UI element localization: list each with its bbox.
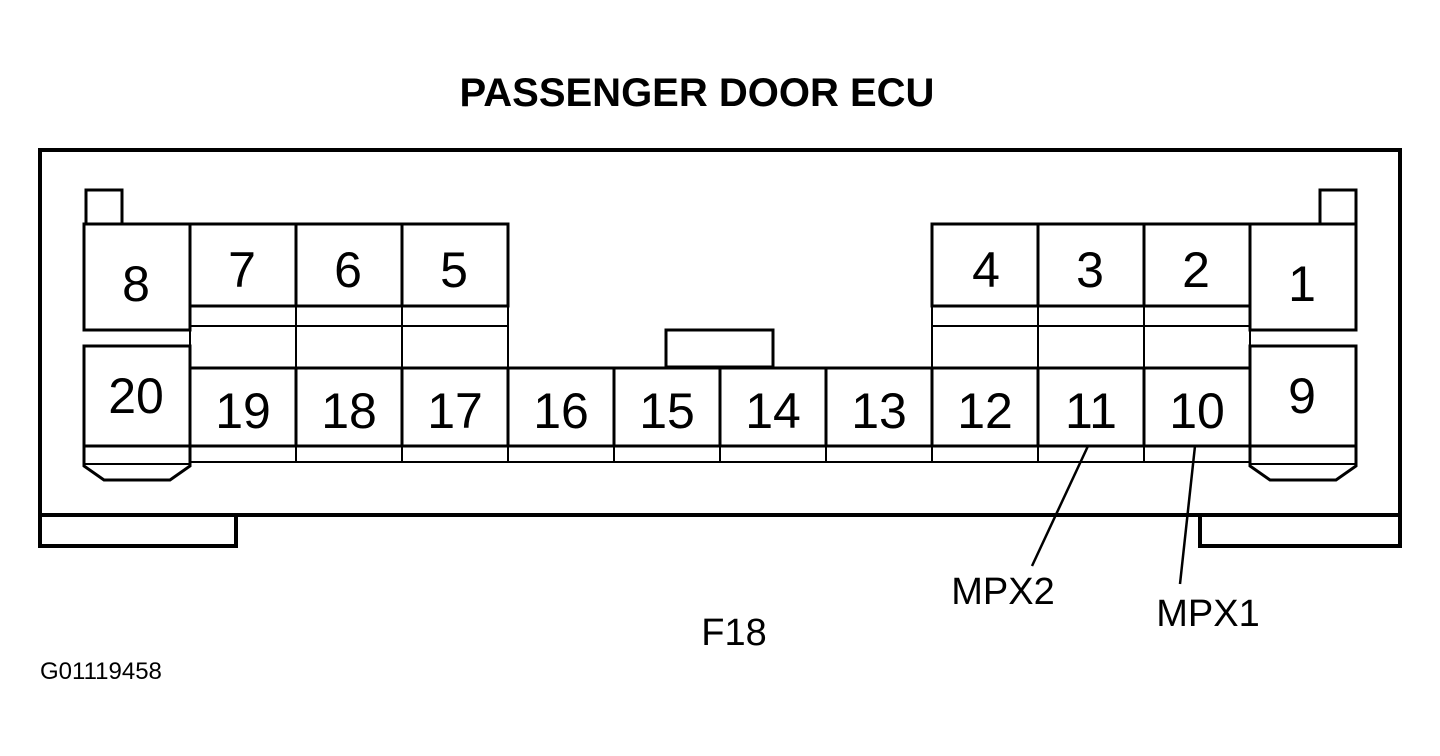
connector-id-label: F18 <box>701 612 766 654</box>
leader-line-mpx1 <box>1178 445 1197 585</box>
terminal-cavity-1 <box>1248 222 1358 332</box>
terminal-cavity-10 <box>1142 366 1252 448</box>
connector-housing <box>38 148 1402 548</box>
pin-label-11: 11 <box>1065 383 1117 439</box>
pin-label-1: 1 <box>1288 256 1316 312</box>
upper-row-cavities <box>82 222 1358 368</box>
pin-label-18: 18 <box>321 383 377 439</box>
pin-label-8: 8 <box>122 256 150 312</box>
pin-label-4: 4 <box>972 242 1000 298</box>
pin-label-19: 19 <box>215 383 271 439</box>
pin-label-14: 14 <box>745 383 801 439</box>
pin-label-15: 15 <box>639 383 695 439</box>
signal-label-mpx1: MPX1 <box>1156 593 1259 635</box>
pin-label-20: 20 <box>108 368 164 424</box>
pin-label-5: 5 <box>440 242 468 298</box>
leader-line-mpx2 <box>1030 445 1090 567</box>
pin-label-12: 12 <box>957 383 1013 439</box>
pin-labels: 8 7 6 5 4 3 2 1 20 9 19 18 17 16 15 14 1… <box>108 242 1316 439</box>
lower-row-cavities <box>82 344 1358 482</box>
pin-label-9: 9 <box>1288 368 1316 424</box>
locking-tabs <box>84 188 1358 369</box>
pin-label-17: 17 <box>427 383 483 439</box>
figure-code: G01119458 <box>40 658 162 685</box>
pin-label-3: 3 <box>1076 242 1104 298</box>
signal-label-mpx2: MPX2 <box>951 571 1054 613</box>
pin-label-6: 6 <box>334 242 362 298</box>
pin-label-10: 10 <box>1169 383 1225 439</box>
pin-label-7: 7 <box>228 242 256 298</box>
leader-lines <box>1030 445 1197 585</box>
pin-label-2: 2 <box>1182 242 1210 298</box>
pin-label-13: 13 <box>851 383 907 439</box>
pin-label-16: 16 <box>533 383 589 439</box>
diagram-title: PASSENGER DOOR ECU <box>460 71 935 115</box>
